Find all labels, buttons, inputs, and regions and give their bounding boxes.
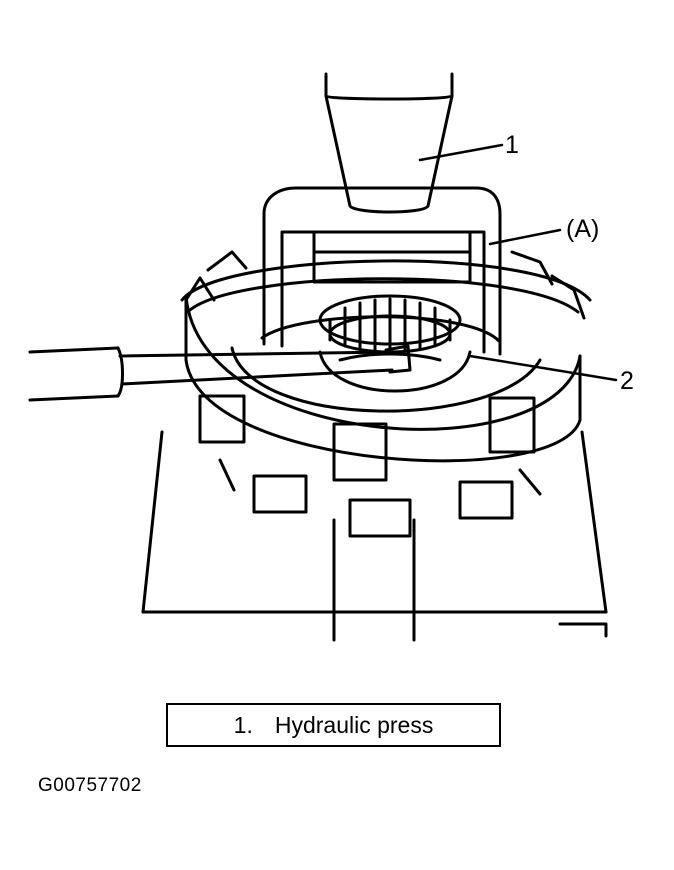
leader-lines xyxy=(418,143,618,382)
support-frame xyxy=(141,430,608,642)
screwdriver xyxy=(28,344,412,402)
legend-box: 1. Hydraulic press xyxy=(166,703,501,747)
tool-a-bridge xyxy=(262,186,502,356)
figure-id: G00757702 xyxy=(38,775,142,796)
press-ram xyxy=(324,72,454,214)
callout-a-label: (A) xyxy=(566,215,600,243)
legend-text: Hydraulic press xyxy=(274,711,434,738)
legend-number: 1. xyxy=(233,711,253,738)
callout-1-label: 1 xyxy=(505,131,519,159)
callout-2-label: 2 xyxy=(620,367,634,395)
